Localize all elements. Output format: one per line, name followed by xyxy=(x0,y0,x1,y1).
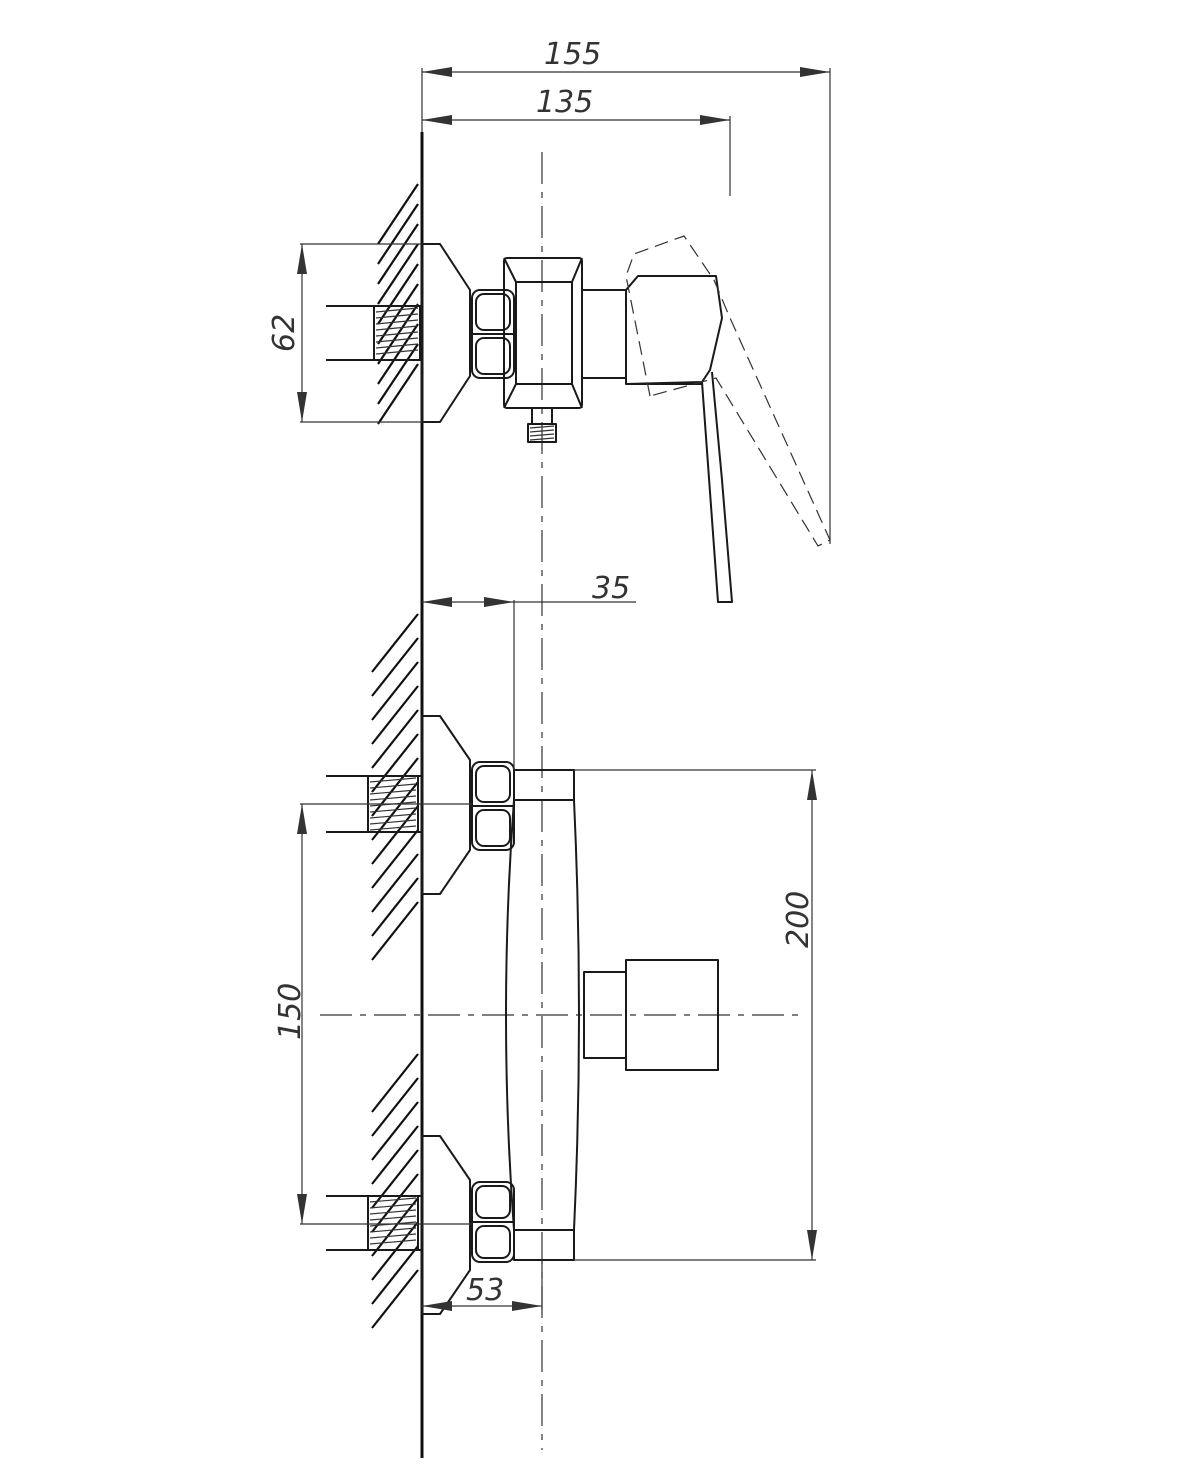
dimension-35-label: 35 xyxy=(592,571,630,606)
side-threaded-pipe xyxy=(326,305,422,361)
side-cartridge-neck xyxy=(581,289,627,379)
side-body xyxy=(503,257,583,409)
dimension-135-label: 135 xyxy=(536,85,593,120)
dimension-150: 150 xyxy=(273,803,472,1225)
front-lower-nut xyxy=(471,1181,515,1263)
dimension-62: 62 xyxy=(267,243,422,423)
wall-hatching-top xyxy=(377,183,419,425)
wall-hatching-middle xyxy=(371,613,419,961)
dimension-62-label: 62 xyxy=(267,314,302,352)
dimension-155: 155 xyxy=(421,37,831,544)
dimension-53-label: 53 xyxy=(466,1273,504,1308)
side-outlet-thread xyxy=(527,407,557,443)
dimension-35: 35 xyxy=(422,571,636,770)
dimension-155-label: 155 xyxy=(544,37,601,72)
side-lever-handle xyxy=(625,275,733,603)
dimension-200-label: 200 xyxy=(781,891,816,948)
side-nut xyxy=(471,289,515,379)
wall-hatching-bottom xyxy=(371,1053,419,1329)
dimension-150-label: 150 xyxy=(273,983,308,1040)
front-upper-nut xyxy=(471,761,515,851)
dimension-53: 53 xyxy=(422,1260,543,1311)
front-lower-threaded-pipe xyxy=(326,1195,422,1251)
dimension-135: 135 xyxy=(422,85,731,196)
side-wall-flange xyxy=(421,243,471,423)
dimension-200: 200 xyxy=(574,769,817,1261)
side-view xyxy=(326,235,831,603)
front-lower-flange xyxy=(421,1135,471,1315)
front-upper-flange xyxy=(421,715,471,895)
wall xyxy=(371,132,424,1458)
front-handle-knob xyxy=(625,959,719,1071)
side-lever-rotated-outline xyxy=(625,235,831,547)
